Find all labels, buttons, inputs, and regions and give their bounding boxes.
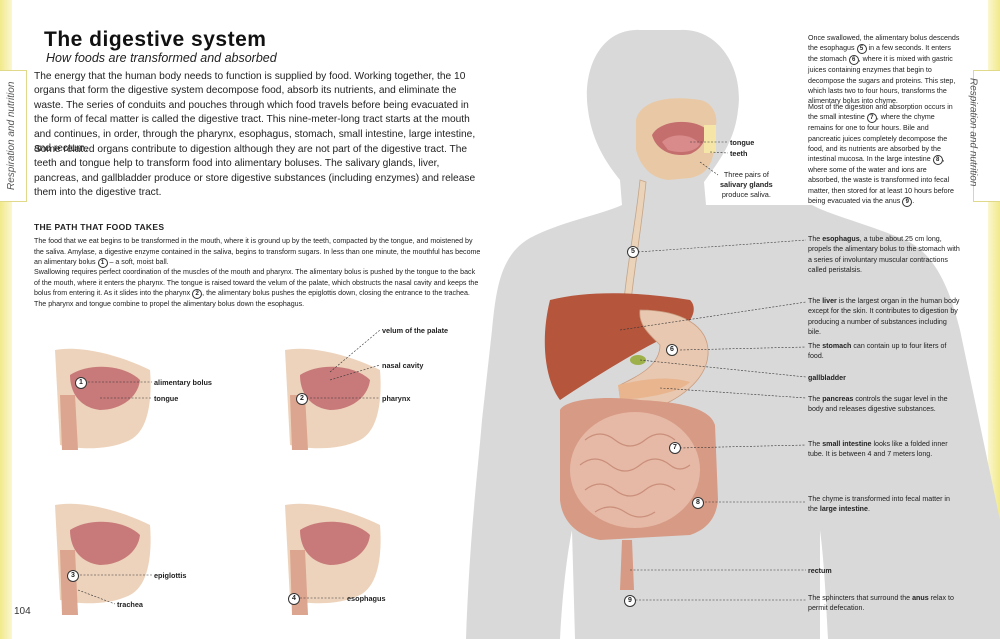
diagram-step-2 — [285, 348, 381, 450]
intro-paragraph-2: Some related organs contribute to digest… — [34, 144, 476, 199]
label-head-teeth: teeth — [730, 149, 748, 158]
step-9-marker: 9 — [624, 595, 636, 607]
step-2-marker: 2 — [296, 393, 308, 405]
page-subtitle: How foods are transformed and absorbed — [46, 51, 277, 65]
step-7-marker: 7 — [669, 442, 681, 454]
step-6-marker: 6 — [666, 344, 678, 356]
gallbladder-shape — [630, 355, 646, 365]
label-large-intestine: The chyme is transformed into fecal matt… — [808, 495, 950, 514]
label-pharynx: pharynx — [382, 394, 411, 403]
left-leader-lines — [77, 329, 381, 605]
label-tongue: tongue — [154, 394, 179, 403]
label-liver: The liver is the largest organ in the hu… — [808, 297, 960, 336]
step-1-marker: 1 — [75, 377, 87, 389]
label-gallbladder: gallbladder — [808, 374, 846, 382]
label-esophagus-left: esophagus — [347, 594, 386, 603]
page-number-left: 104 — [14, 606, 31, 617]
right-leader-lines — [619, 141, 807, 601]
small-intestine-shape — [570, 412, 700, 528]
label-stomach: The stomach can contain up to four liter… — [808, 342, 947, 361]
intro-paragraph-1: The energy that the human body needs to … — [34, 71, 476, 155]
label-esophagus-right: The esophagus, a tube about 25 cm long, … — [808, 235, 960, 274]
page-title: The digestive system — [44, 28, 267, 51]
right-paragraph-2: Most of the digestion and absorption occ… — [808, 103, 954, 208]
pancreas-shape — [618, 378, 690, 400]
label-trachea: trachea — [117, 600, 143, 609]
label-head-tongue: tongue — [730, 138, 755, 147]
label-pancreas: The pancreas controls the sugar level in… — [808, 395, 948, 414]
diagram-step-1 — [55, 348, 151, 450]
intestine-folds — [579, 433, 691, 518]
left-section-tab — [0, 70, 27, 202]
right-paragraph-1: Once swallowed, the alimentary bolus des… — [808, 34, 960, 106]
step-3-marker: 3 — [67, 570, 79, 582]
diagram-step-3 — [55, 503, 151, 615]
path-paragraph-2: Swallowing requires perfect coordination… — [34, 268, 479, 308]
label-nasal-cavity: nasal cavity — [382, 361, 424, 370]
tongue-shape — [662, 135, 700, 152]
step-8-marker: 8 — [692, 497, 704, 509]
teeth-shape — [704, 125, 716, 153]
label-velum: velum of the palate — [382, 326, 449, 335]
step-5-marker: 5 — [627, 246, 639, 258]
right-section-tab — [973, 70, 1000, 202]
label-epiglottis: epiglottis — [154, 571, 187, 580]
path-paragraph-1: The food that we eat begins to be transf… — [34, 237, 481, 268]
step-4-marker: 4 — [288, 593, 300, 605]
label-rectum: rectum — [808, 567, 832, 575]
label-anus: The sphincters that surround the anus re… — [808, 594, 954, 613]
label-small-intestine: The small intestine looks like a folded … — [808, 440, 948, 459]
label-alimentary-bolus: alimentary bolus — [154, 378, 212, 387]
rectum-shape — [620, 540, 634, 590]
diagram-step-4 — [285, 503, 381, 615]
section-heading: THE PATH THAT FOOD TAKES — [34, 222, 165, 232]
